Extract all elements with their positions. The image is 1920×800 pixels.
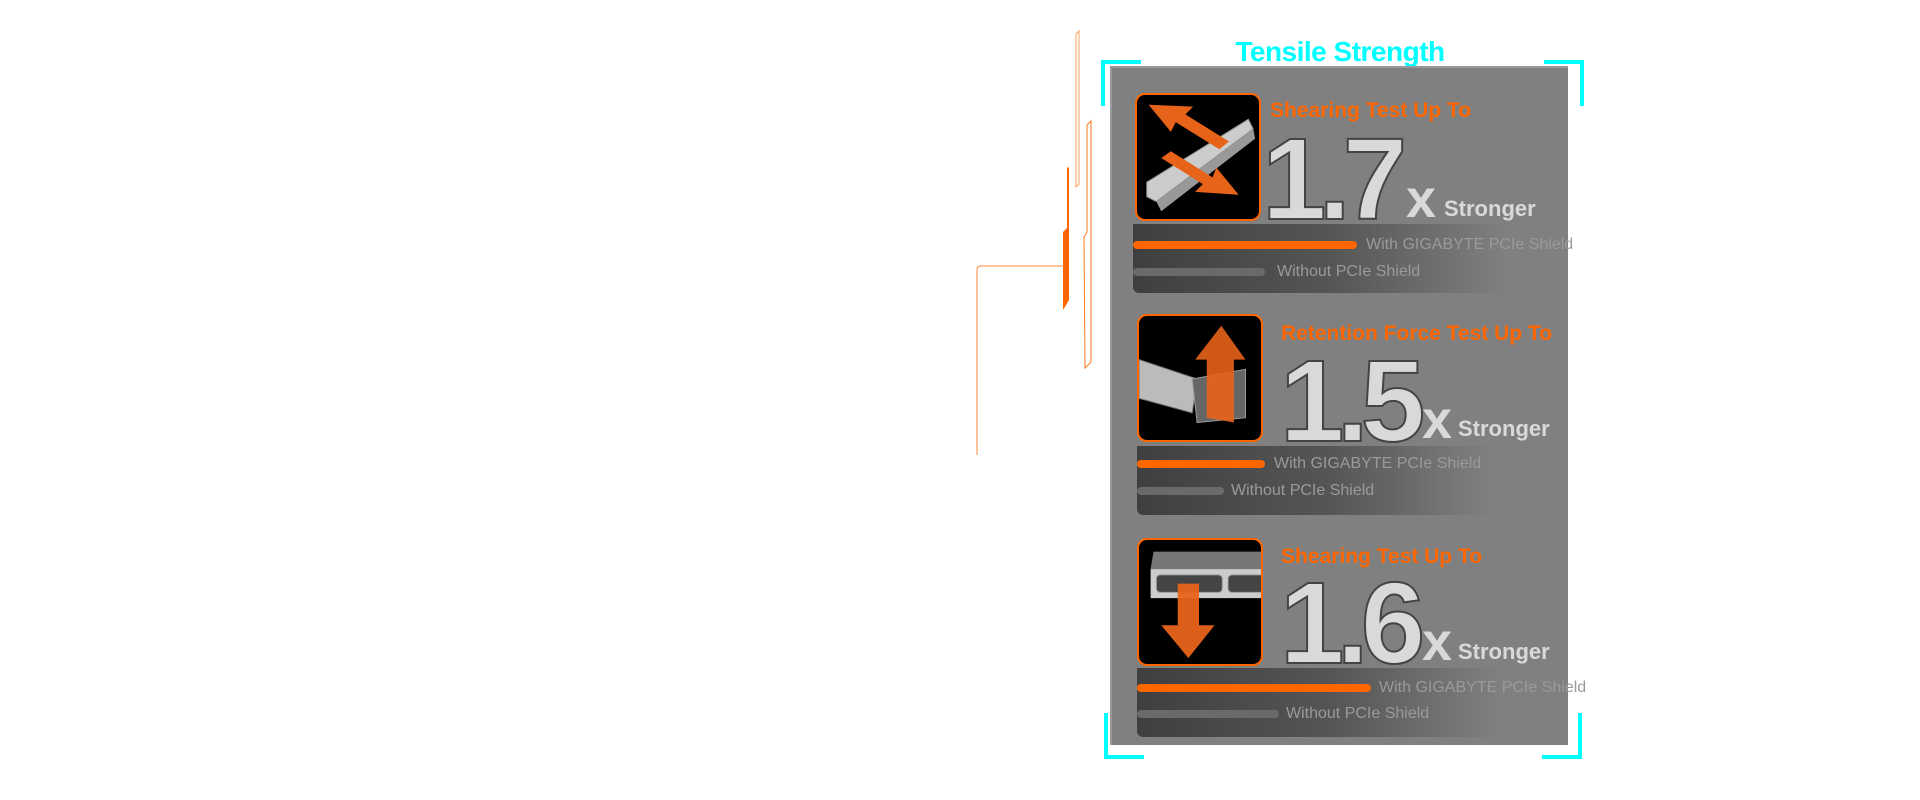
with-shield-bar (1133, 241, 1357, 249)
without-shield-bar (1137, 710, 1279, 718)
comparison-bars: With GIGABYTE PCIe Shield Without PCIe S… (1137, 446, 1557, 515)
with-shield-label: With GIGABYTE PCIe Shield (1366, 236, 1574, 253)
with-shield-bar (1137, 460, 1265, 468)
stronger-label: Stronger (1458, 416, 1550, 441)
corner-bracket-bottom-right (1542, 713, 1582, 759)
comparison-bars: With GIGABYTE PCIe Shield Without PCIe S… (1137, 668, 1586, 737)
stronger-label: Stronger (1458, 639, 1550, 664)
downward-push-arrow-icon (1137, 538, 1263, 666)
strength-value: 1.6 (1279, 558, 1426, 688)
without-shield-label: Without PCIe Shield (1286, 705, 1430, 722)
comparison-bars: With GIGABYTE PCIe Shield Without PCIe S… (1133, 224, 1573, 293)
multiplier-symbol: x (1406, 169, 1437, 229)
test-heading: Shearing Test Up To (1281, 545, 1483, 568)
with-shield-label: With GIGABYTE PCIe Shield (1274, 455, 1482, 472)
multiplier-symbol: x (1422, 390, 1453, 450)
horizontal-shear-arrows-icon (1135, 93, 1261, 221)
strength-value: 1.7 (1261, 114, 1408, 244)
without-shield-label: Without PCIe Shield (1231, 482, 1375, 499)
without-shield-bar (1137, 487, 1224, 495)
multiplier-symbol: x (1422, 612, 1453, 672)
stronger-label: Stronger (1444, 196, 1536, 221)
corner-bracket-bottom-left (1104, 713, 1144, 759)
upward-pull-arrow-icon (1137, 314, 1263, 442)
without-shield-label: Without PCIe Shield (1277, 263, 1421, 280)
corner-bracket-top-left (1101, 60, 1141, 106)
test-heading: Shearing Test Up To (1270, 99, 1472, 122)
without-shield-bar (1133, 268, 1265, 276)
with-shield-bar (1137, 684, 1371, 692)
strength-value: 1.5 (1279, 336, 1426, 466)
with-shield-label: With GIGABYTE PCIe Shield (1379, 679, 1587, 696)
test-heading: Retention Force Test Up To (1281, 322, 1553, 345)
corner-bracket-top-right (1544, 60, 1584, 106)
section-title: Tensile Strength (1235, 36, 1445, 67)
